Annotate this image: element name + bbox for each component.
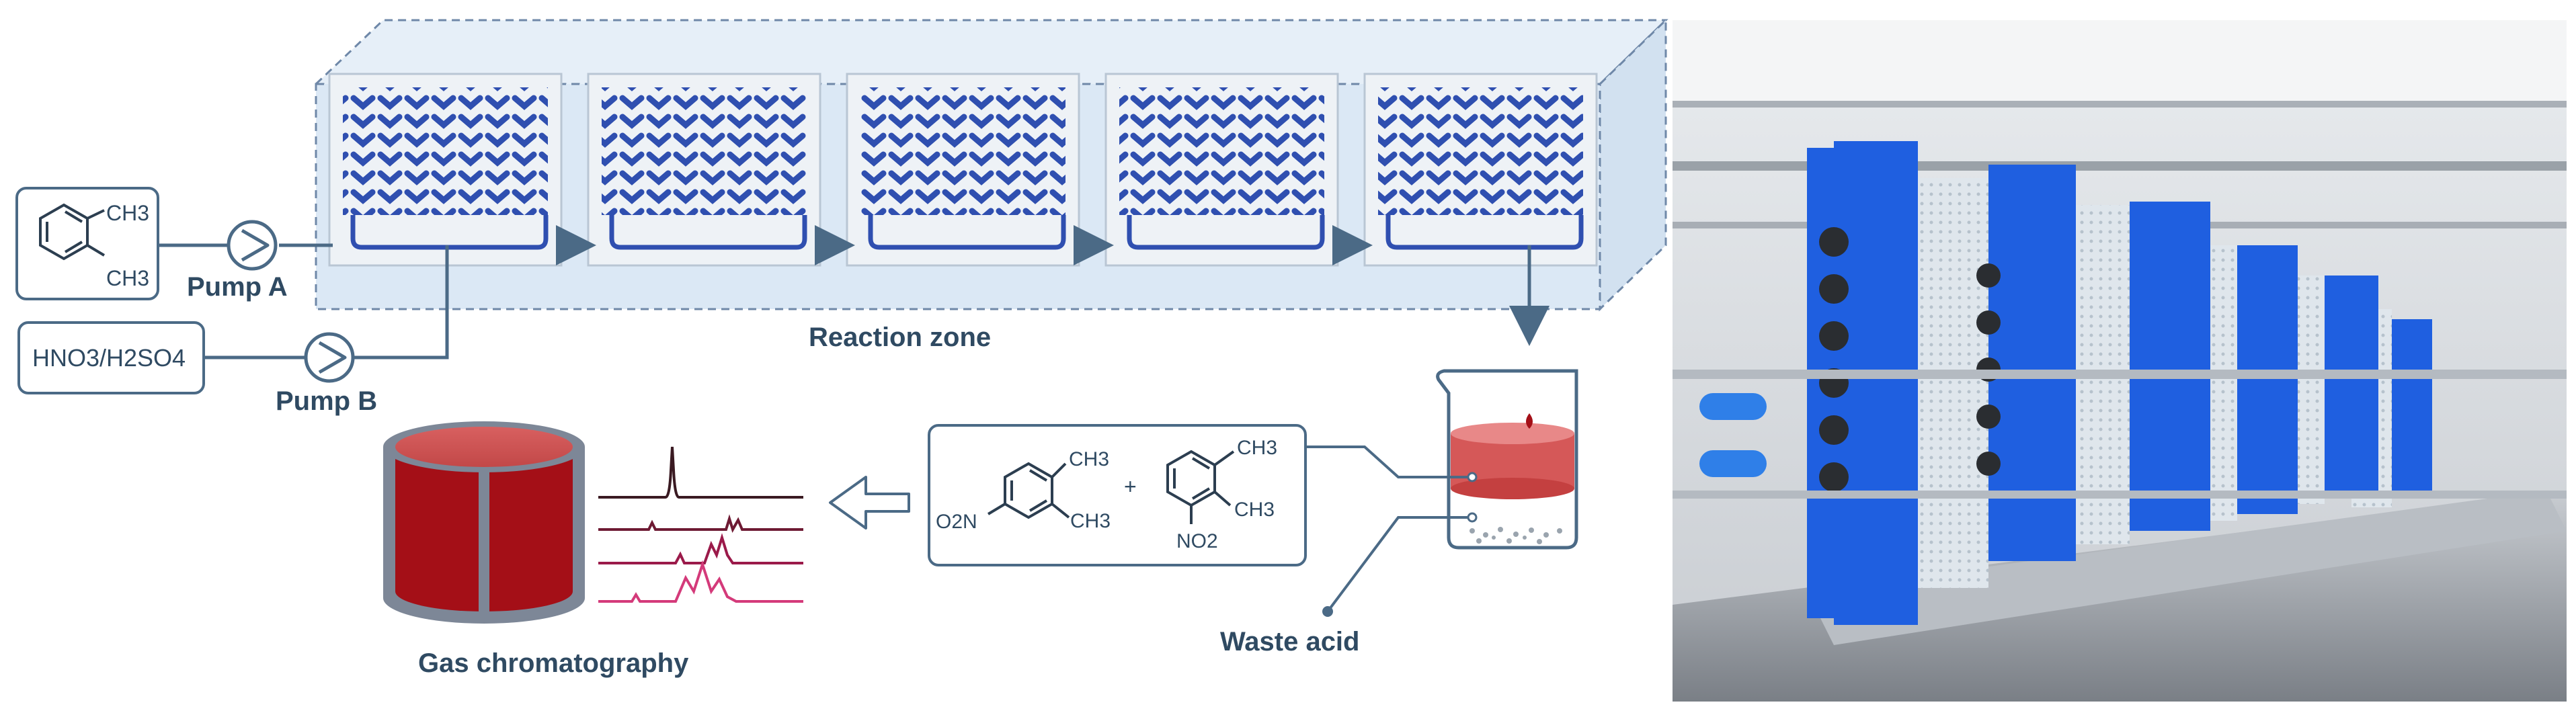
pump-a-label: Pump A <box>187 272 288 302</box>
beaker-icon <box>1436 369 1578 550</box>
pump-b-label: Pump B <box>276 386 377 416</box>
acid-label: HNO3/H2SO4 <box>32 344 186 372</box>
trace-1 <box>598 446 803 499</box>
acid-line <box>204 245 449 360</box>
product1-ch3-b: CH3 <box>1070 510 1111 532</box>
reactor-module-5 <box>1363 73 1598 267</box>
reactor-photo <box>1673 20 2567 702</box>
product1-ch3-a: CH3 <box>1069 448 1109 470</box>
beaker-leader-lines <box>1297 446 1472 613</box>
reactant-ch3-bottom: CH3 <box>106 266 149 290</box>
waste-acid-label: Waste acid <box>1220 627 1359 657</box>
product1-ring-icon <box>987 462 1070 519</box>
product1-no2: O2N <box>936 511 977 533</box>
reactant-box: CH3 CH3 <box>15 187 159 300</box>
pump-a-icon[interactable] <box>227 220 278 271</box>
product2-ring-icon <box>1166 450 1235 524</box>
plus-sign: + <box>1124 474 1137 499</box>
benzene-ring-icon <box>39 203 106 261</box>
trace-4 <box>598 560 803 603</box>
product2-ch3-a: CH3 <box>1237 437 1277 459</box>
pump-b-icon[interactable] <box>304 332 355 383</box>
trace-2 <box>598 514 803 533</box>
acid-box: HNO3/H2SO4 <box>17 321 205 394</box>
reactor-module-3 <box>846 73 1080 267</box>
main-flow-line <box>279 225 1549 346</box>
gc-label: Gas chromatography <box>418 648 689 678</box>
reactor-module-1 <box>328 73 563 267</box>
trace-3 <box>598 533 803 564</box>
hollow-arrow-icon <box>829 476 910 530</box>
reactant-ch3-top: CH3 <box>106 201 149 225</box>
product2-ch3-b: CH3 <box>1234 499 1275 521</box>
chromatogram-traces <box>598 446 803 603</box>
photo-rails <box>1673 370 2567 499</box>
product2-no2: NO2 <box>1176 530 1218 552</box>
gc-cylinder-icon <box>383 421 585 624</box>
reaction-zone-label: Reaction zone <box>809 323 991 352</box>
photo-tube-connectors <box>1699 393 1767 477</box>
reactor-module-2 <box>587 73 821 267</box>
reactor-module-4 <box>1104 73 1339 267</box>
products-box: CH3 CH3 O2N + CH3 CH3 NO2 <box>928 424 1307 566</box>
